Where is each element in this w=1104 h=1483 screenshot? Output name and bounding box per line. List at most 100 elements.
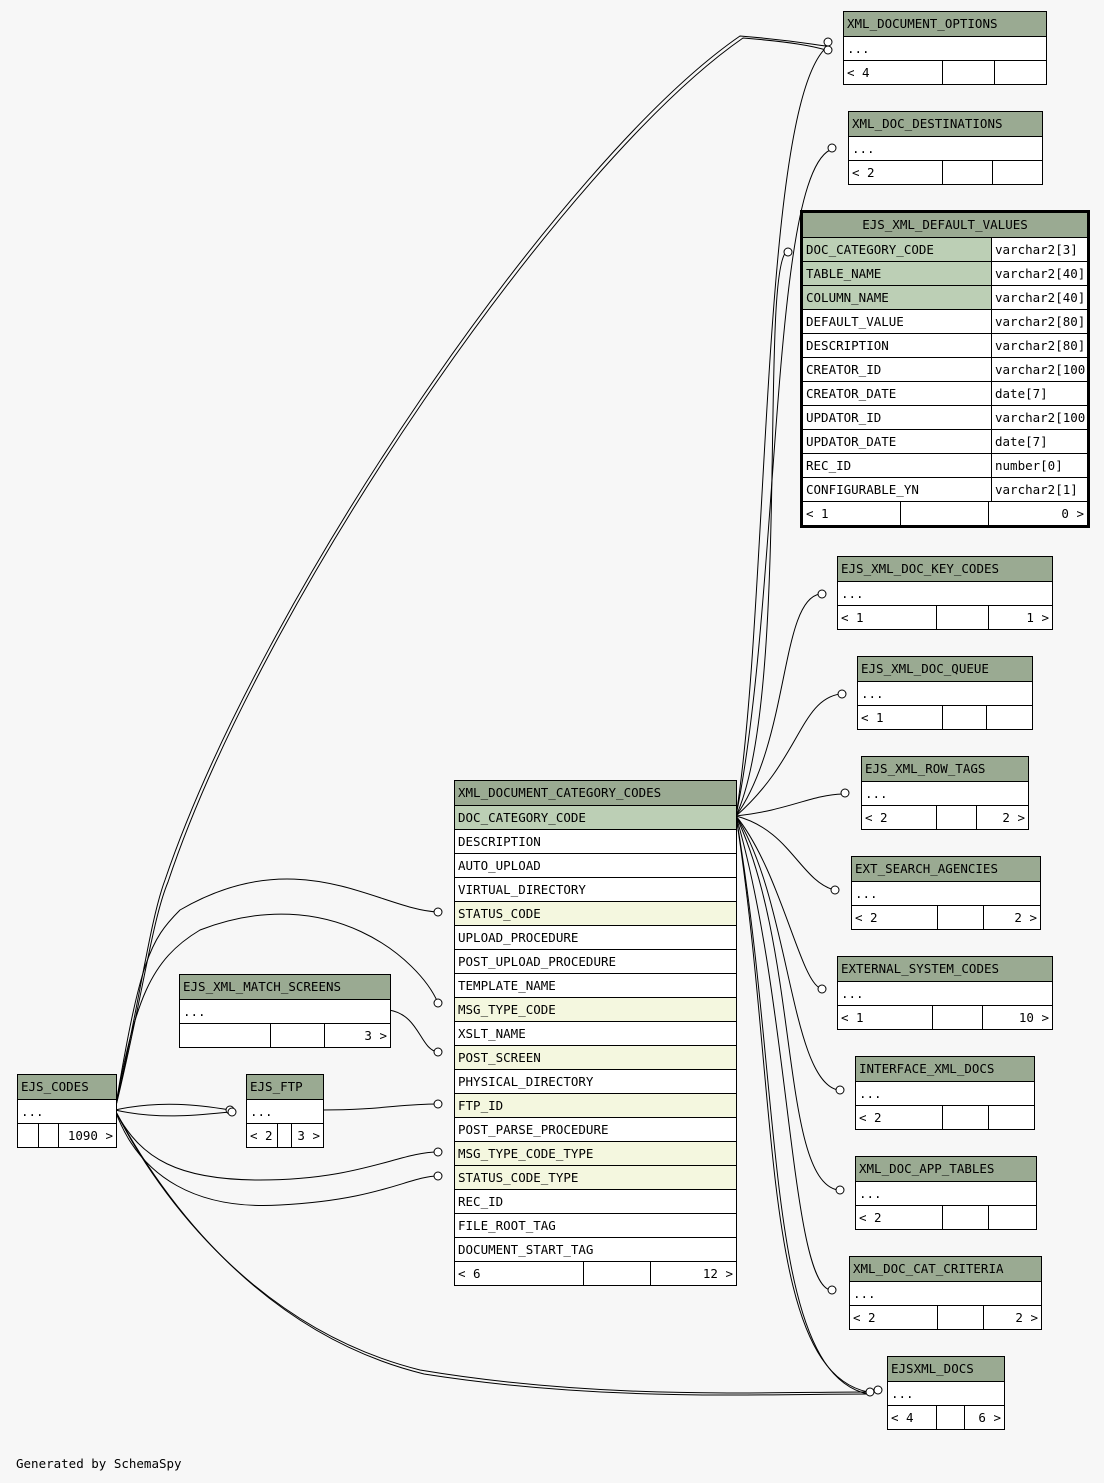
child-count[interactable]: 2 >: [976, 806, 1028, 829]
child-count[interactable]: [988, 1106, 1034, 1129]
table-header: INTERFACE_XML_DOCS: [856, 1057, 1034, 1081]
column-row[interactable]: DESCRIPTION: [455, 829, 736, 853]
child-count[interactable]: 2 >: [983, 906, 1040, 929]
table-xml-doc-destinations[interactable]: XML_DOC_DESTINATIONS ... < 2: [848, 111, 1043, 185]
table-xml-doc-cat-criteria[interactable]: XML_DOC_CAT_CRITERIA ... < 2 2 >: [849, 1256, 1042, 1330]
column-row[interactable]: STATUS_CODE: [455, 901, 736, 925]
parent-count[interactable]: < 2: [852, 165, 875, 180]
count-spacer: [936, 806, 976, 829]
parent-count[interactable]: < 1: [841, 1010, 864, 1025]
table-counts: < 2: [856, 1205, 1036, 1229]
parent-count[interactable]: < 2: [855, 910, 878, 925]
child-count[interactable]: [992, 161, 1042, 184]
child-count[interactable]: 3 >: [324, 1024, 390, 1047]
table-ext-search-agencies[interactable]: EXT_SEARCH_AGENCIES ... < 2 2 >: [851, 856, 1041, 930]
column-row[interactable]: TEMPLATE_NAME: [455, 973, 736, 997]
column-row[interactable]: XSLT_NAME: [455, 1021, 736, 1045]
table-ejs-codes[interactable]: EJS_CODES ... 1090 >: [17, 1074, 117, 1148]
child-count[interactable]: 2 >: [983, 1306, 1041, 1329]
child-count[interactable]: 1090 >: [58, 1124, 116, 1147]
parent-count[interactable]: < 6: [458, 1266, 481, 1281]
child-count[interactable]: 12 >: [650, 1262, 736, 1285]
parent-count[interactable]: < 1: [806, 506, 829, 521]
column-row[interactable]: FTP_ID: [455, 1093, 736, 1117]
column-type: number[0]: [995, 458, 1063, 473]
child-count[interactable]: [988, 1206, 1036, 1229]
column-row[interactable]: AUTO_UPLOAD: [455, 853, 736, 877]
table-ejs-xml-row-tags[interactable]: EJS_XML_ROW_TAGS ... < 2 2 >: [861, 756, 1029, 830]
table-interface-xml-docs[interactable]: INTERFACE_XML_DOCS ... < 2: [855, 1056, 1035, 1130]
table-counts: 1090 >: [18, 1123, 116, 1147]
child-count[interactable]: [986, 706, 1032, 729]
parent-count[interactable]: [180, 1024, 270, 1047]
edge-codes-status: [114, 878, 439, 1111]
table-header: EJS_XML_ROW_TAGS: [862, 757, 1028, 781]
table-ejs-xml-doc-key-codes[interactable]: EJS_XML_DOC_KEY_CODES ... < 1 1 >: [837, 556, 1053, 630]
parent-count[interactable]: < 2: [859, 1210, 882, 1225]
table-ellipsis: ...: [838, 981, 1052, 1005]
table-ejs-xml-doc-queue[interactable]: EJS_XML_DOC_QUEUE ... < 1: [857, 656, 1033, 730]
parent-count[interactable]: < 4: [847, 65, 870, 80]
child-count[interactable]: 1 >: [988, 606, 1052, 629]
column-row[interactable]: MSG_TYPE_CODE: [455, 997, 736, 1021]
count-spacer: [942, 1106, 988, 1129]
table-ejs-xml-match-screens[interactable]: EJS_XML_MATCH_SCREENS ... 3 >: [179, 974, 391, 1048]
parent-count[interactable]: [18, 1124, 38, 1147]
column-row[interactable]: REC_ID: [455, 1189, 736, 1213]
table-ellipsis: ...: [856, 1081, 1034, 1105]
count-spacer: [936, 1406, 964, 1429]
table-ejs-xml-default-values[interactable]: EJS_XML_DEFAULT_VALUES DOC_CATEGORY_CODE…: [800, 210, 1090, 528]
parent-count[interactable]: < 2: [859, 1110, 882, 1125]
column-row[interactable]: POST_PARSE_PROCEDURE: [455, 1117, 736, 1141]
child-count[interactable]: 3 >: [291, 1124, 323, 1147]
table-ejsxml-docs[interactable]: EJSXML_DOCS ... < 4 6 >: [887, 1356, 1005, 1430]
table-xml-doc-app-tables[interactable]: XML_DOC_APP_TABLES ... < 2: [855, 1156, 1037, 1230]
column-name: CONFIGURABLE_YN: [803, 478, 992, 501]
column-row[interactable]: DOCUMENT_START_TAG: [455, 1237, 736, 1261]
edge-codes-ftp-2: [114, 1109, 231, 1117]
table-header: EXTERNAL_SYSTEM_CODES: [838, 957, 1052, 981]
column-row[interactable]: FILE_ROOT_TAG: [455, 1213, 736, 1237]
table-external-system-codes[interactable]: EXTERNAL_SYSTEM_CODES ... < 1 10 >: [837, 956, 1053, 1030]
child-count[interactable]: 10 >: [982, 1006, 1052, 1029]
column-row[interactable]: POST_UPLOAD_PROCEDURE: [455, 949, 736, 973]
table-ellipsis: ...: [180, 999, 390, 1023]
table-counts: < 6 12 >: [455, 1261, 736, 1285]
child-count[interactable]: 0 >: [988, 502, 1087, 525]
parent-count[interactable]: < 4: [891, 1410, 914, 1425]
column-row[interactable]: VIRTUAL_DIRECTORY: [455, 877, 736, 901]
parent-count[interactable]: < 2: [250, 1128, 273, 1143]
column-row[interactable]: POST_SCREEN: [455, 1045, 736, 1069]
child-count[interactable]: 6 >: [964, 1406, 1004, 1429]
column-row[interactable]: STATUS_CODE_TYPE: [455, 1165, 736, 1189]
table-xml-document-options[interactable]: XML_DOCUMENT_OPTIONS ... < 4: [843, 11, 1047, 85]
column-row[interactable]: MSG_TYPE_CODE_TYPE: [455, 1141, 736, 1165]
parent-count[interactable]: < 1: [861, 710, 884, 725]
table-ellipsis: ...: [247, 1099, 323, 1123]
table-counts: < 2 3 >: [247, 1123, 323, 1147]
column-row[interactable]: DOC_CATEGORY_CODE: [455, 805, 736, 829]
table-ejs-ftp[interactable]: EJS_FTP ... < 2 3 >: [246, 1074, 324, 1148]
child-count[interactable]: [994, 61, 1046, 84]
parent-count[interactable]: < 2: [853, 1310, 876, 1325]
parent-count[interactable]: < 1: [841, 610, 864, 625]
column-name: DEFAULT_VALUE: [803, 310, 992, 333]
column-row[interactable]: UPLOAD_PROCEDURE: [455, 925, 736, 949]
column-name: COLUMN_NAME: [803, 286, 992, 309]
table-ellipsis: ...: [18, 1099, 116, 1123]
table-xml-document-category-codes[interactable]: XML_DOCUMENT_CATEGORY_CODES DOC_CATEGORY…: [454, 780, 737, 1286]
edge-cat-extsearch: [735, 815, 835, 891]
column-row[interactable]: PHYSICAL_DIRECTORY: [455, 1069, 736, 1093]
parent-count[interactable]: < 2: [865, 810, 888, 825]
